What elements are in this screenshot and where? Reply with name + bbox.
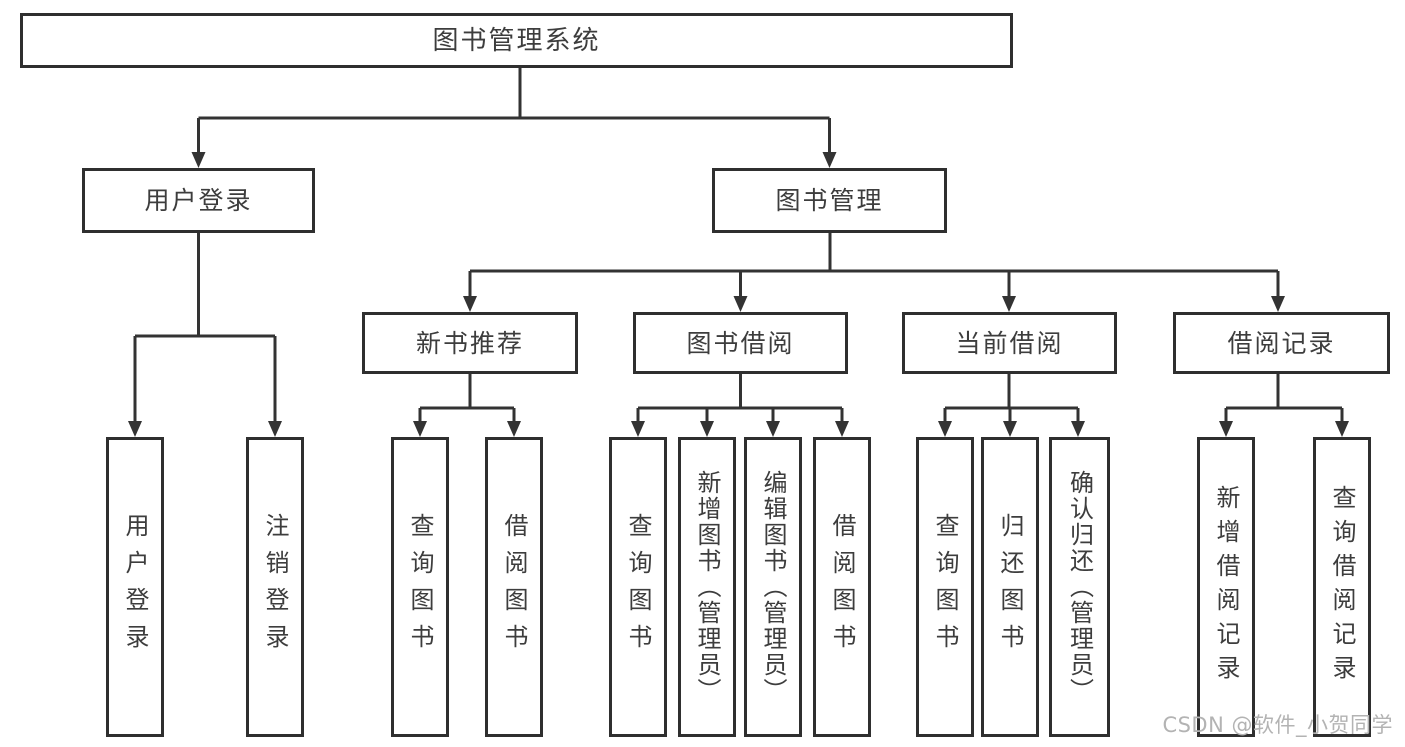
node-new-book-recommend: 新书推荐 bbox=[362, 312, 578, 374]
connector-root bbox=[197, 68, 831, 154]
arrowhead bbox=[1271, 296, 1285, 312]
arrowhead bbox=[1335, 421, 1349, 437]
leaf-query-books-recommend: 查询图书 bbox=[391, 437, 449, 737]
node-book-borrow: 图书借阅 bbox=[633, 312, 848, 374]
leaf-logout: 注销登录 bbox=[246, 437, 304, 737]
arrowhead bbox=[631, 421, 645, 437]
arrowhead bbox=[1002, 296, 1016, 312]
node-book-management: 图书管理 bbox=[712, 168, 947, 233]
node-current-borrow: 当前借阅 bbox=[902, 312, 1117, 374]
arrowhead bbox=[733, 296, 748, 312]
connector-borrow-records bbox=[1224, 374, 1344, 423]
arrowhead bbox=[700, 421, 714, 437]
node-borrow-records: 借阅记录 bbox=[1173, 312, 1390, 374]
node-root: 图书管理系统 bbox=[20, 13, 1013, 68]
arrowhead bbox=[191, 152, 206, 168]
leaf-query-borrow-record: 查询借阅记录 bbox=[1313, 437, 1371, 737]
leaf-borrow-books: 借阅图书 bbox=[813, 437, 871, 737]
arrowhead bbox=[1071, 421, 1085, 437]
leaf-query-books-current: 查询图书 bbox=[916, 437, 974, 737]
leaf-edit-book-admin: 编辑图书（管理员） bbox=[744, 437, 802, 737]
arrowhead bbox=[463, 296, 477, 312]
arrowhead bbox=[128, 421, 142, 437]
connector-book-borrow bbox=[636, 374, 844, 423]
leaf-confirm-return-admin: 确认归还（管理员） bbox=[1049, 437, 1110, 737]
watermark: CSDN @软件_小贺同学 bbox=[1162, 713, 1393, 737]
leaf-query-books-borrow: 查询图书 bbox=[609, 437, 667, 737]
connector-current-borrow bbox=[943, 374, 1080, 423]
arrowhead bbox=[766, 421, 780, 437]
node-user-login: 用户登录 bbox=[82, 168, 315, 233]
connector-book-management bbox=[468, 233, 1280, 298]
leaf-add-book-admin: 新增图书（管理员） bbox=[678, 437, 736, 737]
connector-new-book bbox=[418, 374, 516, 423]
leaf-borrow-books-recommend: 借阅图书 bbox=[485, 437, 543, 737]
arrowhead bbox=[268, 421, 282, 437]
arrowhead bbox=[1219, 421, 1233, 437]
arrowhead bbox=[1003, 421, 1017, 437]
arrowhead bbox=[507, 421, 521, 437]
leaf-return-book: 归还图书 bbox=[981, 437, 1039, 737]
leaf-add-borrow-record: 新增借阅记录 bbox=[1197, 437, 1255, 737]
arrowhead bbox=[413, 421, 427, 437]
connector-user-login bbox=[133, 233, 277, 423]
leaf-user-login: 用户登录 bbox=[106, 437, 164, 737]
arrowhead bbox=[835, 421, 849, 437]
arrowhead bbox=[822, 152, 837, 168]
arrowhead bbox=[938, 421, 952, 437]
